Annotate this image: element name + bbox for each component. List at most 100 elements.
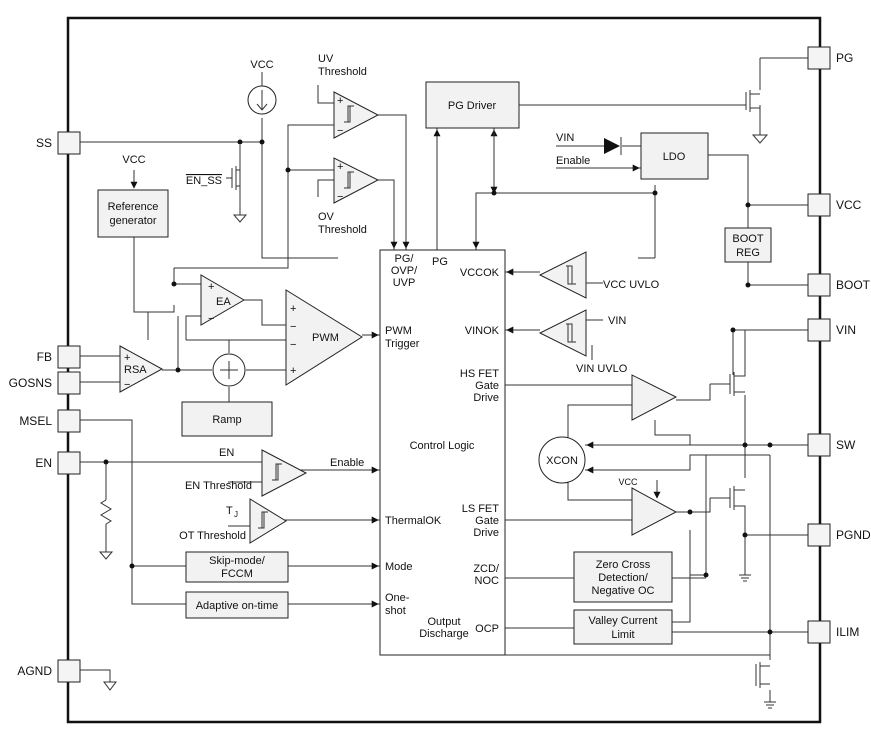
pwm-comparator (285, 289, 363, 386)
svg-text:−: − (208, 313, 214, 325)
pin-en[interactable] (57, 451, 81, 475)
uv-threshold-label-2: Threshold (318, 66, 367, 78)
diode-icon (604, 138, 620, 154)
pins-left: SS FB GOSNS MSEL EN AGND (9, 131, 81, 683)
svg-text:+: + (124, 352, 130, 364)
pin-vin[interactable] (807, 318, 831, 342)
junctions (103, 139, 773, 635)
port-one-shot-1: One- (385, 592, 410, 604)
pin-msel[interactable] (57, 409, 81, 433)
en-ss-transistor-icon (226, 145, 241, 196)
port-hs-fet-1: HS FET (460, 368, 499, 380)
ground-icon (751, 134, 769, 144)
ov-threshold-label-2: Threshold (318, 224, 367, 236)
en-comparator (261, 449, 308, 497)
pin-pgnd-label: PGND (836, 528, 871, 542)
zero-cross-label-3: Negative OC (592, 585, 655, 597)
reference-generator-label-1: Reference (108, 201, 159, 213)
pin-boot[interactable] (807, 273, 831, 297)
pin-msel-label: MSEL (19, 414, 52, 428)
port-pwm-trigger-2: Trigger (385, 338, 420, 350)
port-pwm-trigger-1: PWM (385, 325, 412, 337)
port-vccok: VCCOK (460, 267, 500, 279)
enable-ldo-label: Enable (556, 155, 590, 167)
control-logic-label: Control Logic (410, 440, 475, 452)
pin-fb[interactable] (57, 345, 81, 369)
valley-current-limit-label-2: Limit (611, 629, 634, 641)
svg-text:−: − (337, 125, 343, 137)
port-pg-ovp-uvp-1: PG/ (395, 253, 415, 265)
valley-current-limit-block (573, 609, 673, 645)
vcc-top-label: VCC (250, 59, 273, 71)
port-vinok: VINOK (465, 325, 500, 337)
xcon-block (538, 436, 586, 484)
ic-outline (66, 16, 822, 724)
port-ocp: OCP (475, 623, 499, 635)
vcc-ref-label: VCC (122, 154, 145, 166)
ilim-transistor-icon (755, 662, 770, 688)
pin-pg[interactable] (807, 46, 831, 70)
svg-text:−: − (290, 321, 296, 333)
pg-driver-label: PG Driver (448, 100, 497, 112)
pin-ilim[interactable] (807, 620, 831, 644)
ground-icon (103, 681, 117, 691)
port-thermalok: ThermalOK (385, 515, 442, 527)
pin-vin-label: VIN (836, 323, 856, 337)
rsa-amplifier (119, 345, 164, 393)
en-signal-label: EN (219, 447, 234, 459)
adaptive-on-time-label: Adaptive on-time (196, 600, 279, 612)
port-pg-ovp-uvp-3: UVP (393, 277, 416, 289)
port-mode: Mode (385, 561, 413, 573)
ground-icon (739, 574, 751, 582)
vin-ldo-label: VIN (556, 132, 574, 144)
ground-icon (764, 701, 776, 709)
ldo-label: LDO (663, 151, 686, 163)
skip-mode-label-2: FCCM (221, 568, 253, 580)
ot-comparator (249, 498, 287, 544)
port-zcd-noc-1: ZCD/ (473, 563, 500, 575)
pins-right: PG VCC BOOT VIN SW PGND ILIM (807, 46, 871, 644)
hs-fet-icon (710, 330, 746, 396)
ov-threshold-label-1: OV (318, 211, 335, 223)
pin-ss[interactable] (57, 131, 81, 155)
reference-generator-block (97, 189, 169, 238)
ov-comparator (333, 157, 380, 204)
boot-reg-label-1: BOOT (732, 233, 763, 245)
xcon-label: XCON (546, 455, 578, 467)
svg-text:−: − (337, 191, 343, 203)
svg-text:+: + (208, 281, 214, 293)
port-hs-fet-2: Gate (475, 380, 499, 392)
hs-gate-driver (631, 374, 678, 421)
pin-gosns[interactable] (57, 371, 81, 395)
pin-fb-label: FB (37, 350, 52, 364)
pin-agnd-label: AGND (17, 664, 52, 678)
ea-label: EA (216, 296, 231, 308)
pg-transistor-icon (745, 90, 760, 112)
adaptive-on-time-block (185, 591, 289, 619)
pin-agnd[interactable] (57, 659, 81, 683)
transistors (226, 90, 770, 688)
rsa-label: RSA (124, 364, 147, 376)
port-pg-ovp-uvp-2: OVP/ (391, 265, 418, 277)
tj-label: T (226, 505, 233, 517)
port-hs-fet-3: Drive (473, 392, 499, 404)
plus-icon (220, 361, 238, 379)
skip-mode-block (185, 551, 289, 583)
port-output-discharge-2: Discharge (419, 628, 469, 640)
svg-text:+: + (337, 95, 343, 107)
pin-vcc[interactable] (807, 193, 831, 217)
pin-pgnd[interactable] (807, 523, 831, 547)
pin-sw[interactable] (807, 433, 831, 457)
vin-uvlo-in-label: VIN (608, 315, 626, 327)
pin-en-label: EN (35, 456, 52, 470)
vcc-ls-label: VCC (618, 477, 638, 487)
zero-cross-label-1: Zero Cross (596, 559, 651, 571)
svg-text:+: + (290, 365, 296, 377)
svg-text:−: − (290, 339, 296, 351)
ground-icon (98, 551, 114, 560)
pin-pg-label: PG (836, 51, 853, 65)
wires (80, 57, 808, 702)
port-pg: PG (432, 256, 448, 268)
control-logic-block (379, 249, 506, 656)
ea-amplifier (200, 274, 245, 326)
